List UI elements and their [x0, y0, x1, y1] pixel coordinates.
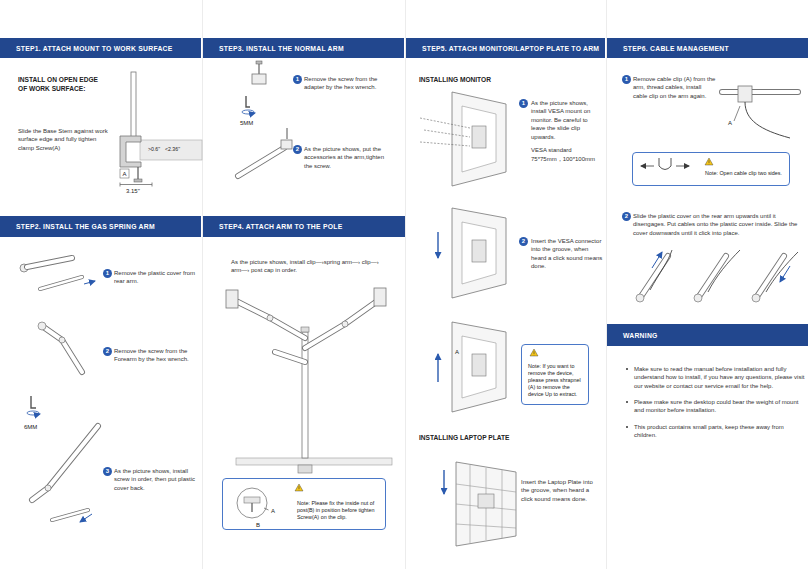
step-heading: WARNING — [623, 332, 658, 339]
callout-circle: 2 — [293, 145, 302, 154]
note-box: Note: If you want to remove the device, … — [521, 344, 589, 405]
bullet-dot — [626, 426, 628, 428]
dimension-label: >0.6" — [148, 146, 160, 152]
part-letter: B — [256, 521, 260, 529]
spec-text: 75*75mm，100*100mm — [531, 155, 605, 163]
callout-circle: 2 — [622, 212, 631, 221]
section-subheading: INSTALL ON OPEN EDGE OF WORK SURFACE: — [18, 76, 103, 93]
instruction-text: Insert the VESA connector into the groov… — [531, 237, 603, 271]
instruction-text: Slide the plastic cover on the rear arm … — [633, 212, 801, 237]
dimension-label: 3.15" — [126, 187, 140, 195]
part-letter: A — [455, 348, 459, 356]
callout-number: 2 — [522, 237, 525, 246]
instruction-text: Remove cable clip (A) from the arm, thre… — [633, 75, 717, 100]
step-heading: STEP6. CABLE MANAGEMENT — [623, 45, 729, 52]
part-letter: A — [271, 507, 275, 515]
step-heading: STEP2. INSTALL THE GAS SPRING ARM — [16, 223, 155, 230]
step-heading: STEP3. INSTALL THE NORMAL ARM — [219, 45, 344, 52]
header-band: STEP1. ATTACH MOUNT TO WORK SURFACE — [0, 38, 201, 58]
warning-text: Make sure to read the manual before inst… — [634, 365, 806, 390]
callout-circle: 1 — [622, 75, 631, 84]
callout-number: 1 — [522, 99, 525, 108]
section-subheading: INSTALLING LAPTOP PLATE — [419, 434, 569, 443]
instruction-text: Remove the screw from the Forearm by the… — [114, 347, 196, 364]
callout-circle: 1 — [293, 75, 302, 84]
warning-text: Please make sure the desktop could bear … — [634, 398, 806, 415]
header-band: STEP4. ATTACH ARM TO THE POLE — [203, 216, 405, 237]
instruction-text: As the picture shows, install VESA mount… — [531, 99, 603, 141]
callout-number: 2 — [296, 145, 299, 154]
step-heading: STEP5. ATTACH MONITOR/LAPTOP PLATE TO AR… — [422, 45, 599, 52]
header-band: STEP2. INSTALL THE GAS SPRING ARM — [0, 216, 201, 237]
callout-circle: 1 — [519, 99, 528, 108]
spec-text: VESA standard — [531, 146, 603, 154]
step-heading: STEP1. ATTACH MOUNT TO WORK SURFACE — [16, 45, 173, 52]
note-box: Note: Open cable clip two sides. — [632, 152, 790, 186]
instruction-text: As the picture shows, put the accessorie… — [304, 145, 390, 170]
part-letter: A — [728, 119, 732, 127]
header-band: STEP5. ATTACH MONITOR/LAPTOP PLATE TO AR… — [406, 38, 605, 58]
step-heading: STEP4. ATTACH ARM TO THE POLE — [219, 223, 342, 230]
callout-number: 1 — [625, 75, 628, 84]
instruction-text: As the picture shows, install clip—›spri… — [231, 258, 381, 275]
note-text: Note: Please fix the inside nut of post(… — [297, 500, 383, 521]
bullet-dot — [626, 368, 628, 370]
callout-circle: 2 — [103, 347, 112, 356]
part-letter: A — [123, 170, 127, 178]
callout-circle: 1 — [103, 269, 112, 278]
note-text: Note: Open cable clip two sides. — [705, 170, 787, 177]
instruction-text: Slide the Base Stem against work surface… — [18, 127, 110, 152]
callout-number: 2 — [106, 347, 109, 356]
dimension-label: <2.36" — [165, 146, 180, 152]
header-band: STEP6. CABLE MANAGEMENT — [607, 38, 808, 58]
callout-circle: 3 — [103, 467, 112, 476]
callout-circle: 2 — [519, 237, 528, 246]
callout-number: 1 — [296, 75, 299, 84]
instruction-text: Insert the Laptop Plate into the groove,… — [521, 478, 601, 503]
callout-number: 3 — [106, 467, 109, 476]
wrench-size: 6MM — [24, 423, 37, 431]
header-band: WARNING — [607, 324, 808, 346]
instruction-text: As the picture shows, install screw in o… — [114, 467, 196, 492]
callout-number: 1 — [106, 269, 109, 278]
instruction-text: Remove the screw from the adapter by the… — [304, 75, 388, 92]
note-box: Note: Please fix the inside nut of post(… — [222, 478, 386, 530]
warning-text: This product contains small parts, keep … — [634, 423, 806, 440]
bullet-dot — [626, 401, 628, 403]
section-subheading: INSTALLING MONITOR — [419, 76, 569, 85]
wrench-size: 5MM — [240, 119, 253, 127]
note-text: Note: If you want to remove the device, … — [528, 363, 586, 398]
instruction-text: Remove the plastic cover from rear arm. — [114, 269, 196, 286]
callout-number: 2 — [625, 212, 628, 221]
header-band: STEP3. INSTALL THE NORMAL ARM — [203, 38, 404, 58]
